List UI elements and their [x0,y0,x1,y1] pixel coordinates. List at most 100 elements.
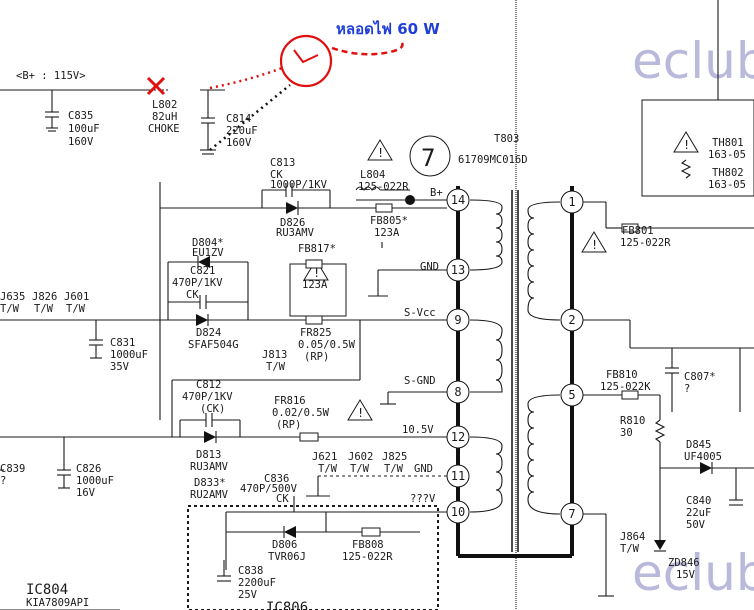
fb805-value: 123A [374,227,400,239]
warning-icon: ! [581,231,607,253]
d845-part: UF4005 [684,451,722,463]
tw-mid-2: T/W [350,463,370,475]
l802-ref: L802 [152,99,177,111]
d806-ref: D806 [272,539,297,551]
ic806-ref: IC806 [266,600,308,610]
pin-5: 5 [568,388,575,402]
secondary-network: TH801 163-05 TH802 163-05 FB801 125-022R… [583,99,754,597]
c812-type: (CK) [200,403,225,415]
c826-ref: C826 [76,463,101,475]
svg-text:!: ! [683,138,690,152]
r810-value: 30 [620,427,633,439]
th802-ref: TH802 [712,167,744,179]
fb810-ref: FB810 [606,369,638,381]
lamp-note: หลอดไฟ 60 W [336,19,440,38]
pin-7: 7 [568,507,575,521]
c831-rating: 35V [110,361,130,373]
fb805-ref: FB805* [370,215,408,227]
warning-icon: ! [673,131,699,153]
fr825-value: 0.05/0.5W [298,339,356,351]
l804-part: 125-022R [358,181,409,193]
zd846-ref: ZD846 [668,557,700,569]
removed-mark-icon [146,76,166,96]
c840-value: 22uF [686,507,711,519]
pin-11: 11 [451,469,465,483]
ic804-part: KIA7809API [26,597,89,609]
jumper-j602: J602 [348,451,373,463]
net-gnd: GND [420,261,439,273]
c813-type: CK [270,169,283,181]
ic804-ref: IC804 [26,582,68,598]
svg-text:!: ! [591,238,598,252]
c812-ref: C812 [196,379,221,391]
jumper-j621: J621 [312,451,337,463]
c813-value: 1000P/1KV [270,179,328,191]
d804-ref: D804* [192,237,224,249]
left-output: J635 J826 J601 T/W T/W T/W C831 1000uF 3… [0,291,287,373]
tw-mid-1: T/W [318,463,338,475]
watermark: eclub [632,32,754,90]
c831-ref: C831 [110,337,135,349]
fb801-ref: FB801 [622,225,654,237]
c838-value: 2200uF [238,577,276,589]
fr825-ref: FR825 [300,327,332,339]
fb801-part: 125-022R [620,237,671,249]
c840-rating: 50V [686,519,706,531]
c835-rating: 160V [68,136,94,148]
c814-ref: C814 [226,113,251,125]
c807-ref: C807* [684,371,716,383]
c814-rating: 160V [226,137,252,149]
pin-13: 13 [451,263,465,277]
fb817-value: 123A [302,279,328,291]
watermark: eclub [632,544,754,602]
c840-ref: C840 [686,495,711,507]
c838-rating: 25V [238,589,258,601]
pin-10: 10 [451,505,465,519]
section-number: 7 [421,144,435,172]
net-s-gnd: S-GND [404,375,436,387]
c839-value: ? [0,475,6,487]
th801-ref: TH801 [712,137,744,149]
net-b-plus: B+ [430,187,443,199]
fr816-value: 0.02/0.5W [272,407,330,419]
tw-2: T/W [34,303,54,315]
d824-part: SFAF504G [188,339,239,351]
j813-ref: J813 [262,349,287,361]
r810-ref: R810 [620,415,645,427]
pin-8: 8 [454,385,461,399]
pin13-network: D804* EU1ZV C821 470P/1KV CK FB817* 123A… [160,237,447,363]
d813-ref: D813 [196,449,221,461]
zd846-value: 15V [676,569,696,581]
d845-ref: D845 [686,439,711,451]
fr816-ref: FR816 [274,395,306,407]
c838-ref: C838 [238,565,263,577]
net-gnd-2: GND [414,463,433,475]
l804-ref: L804 [360,169,385,181]
lamp-annotation: หลอดไฟ 60 W [209,19,440,151]
svg-text:!: ! [377,146,384,160]
c836-type: CK [276,493,289,505]
transformer-part: 61709MC016D [458,154,528,166]
c821-value: 470P/1KV [172,277,223,289]
c826-rating: 16V [76,487,96,499]
pin-12: 12 [451,430,465,444]
b-plus-rail: <B+ : 115V> C835 100uF 160V [0,70,225,148]
j864-ref: J864 [620,531,645,543]
warning-icon: ! [303,259,329,281]
fb808-ref: FB808 [352,539,384,551]
warning-icon: ! [347,399,373,421]
fb817-ref: FB817* [298,243,336,255]
jumper-j601: J601 [64,291,89,303]
d804-part: EU1ZV [192,247,224,259]
tw-1: T/W [0,303,20,315]
c826-value: 1000uF [76,475,114,487]
net-unknown-v: ???V [410,493,436,505]
jumper-j826: J826 [32,291,57,303]
tw-3: T/W [66,303,86,315]
pin-9: 9 [454,313,461,327]
pin-2: 2 [568,313,575,327]
tw-mid-3: T/W [384,463,404,475]
j864-type: T/W [620,543,640,555]
jumper-j825: J825 [382,451,407,463]
c836-ref: C836 [264,473,289,485]
